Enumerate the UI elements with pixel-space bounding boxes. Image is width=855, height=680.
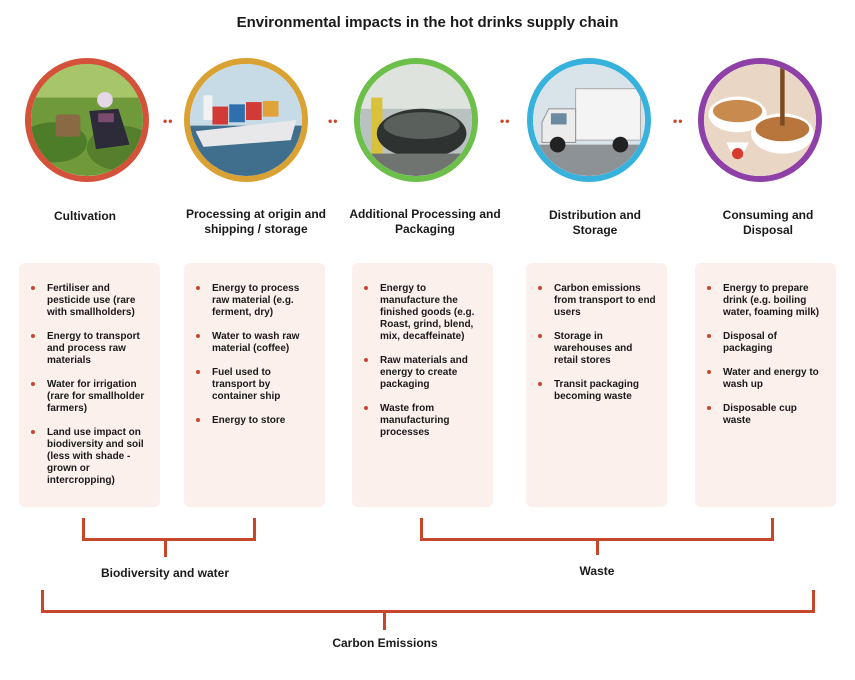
waste-label: Waste	[579, 564, 615, 578]
impact-item: Disposal of packaging	[705, 331, 826, 355]
stage-label-processing: Processing at origin and shipping / stor…	[185, 207, 327, 236]
impact-item: Fuel used to transport by container ship	[194, 367, 315, 403]
impact-item: Water for irrigation (rare for smallhold…	[29, 379, 150, 415]
diagram-title: Environmental impacts in the hot drinks …	[236, 14, 619, 31]
impact-item: Water to wash raw material (coffee)	[194, 331, 315, 355]
stage-label-distribution: Distribution and Storage	[549, 208, 641, 237]
impact-card-consuming: Energy to prepare drink (e.g. boiling wa…	[695, 263, 836, 507]
impact-item: Raw materials and energy to create packa…	[362, 355, 483, 391]
impact-card-distribution: Carbon emissions from transport to end u…	[526, 263, 667, 507]
impact-item: Energy to manufacture the finished goods…	[362, 283, 483, 343]
biodiversity-label: Biodiversity and water	[100, 566, 230, 580]
impact-item: Storage in warehouses and retail stores	[536, 331, 657, 367]
impact-item: Fertiliser and pesticide use (rare with …	[29, 283, 150, 319]
impact-item: Waste from manufacturing processes	[362, 403, 483, 439]
connector-4: ••	[673, 114, 684, 128]
stage-label-additional-processing: Additional Processing and Packaging	[349, 207, 501, 236]
impact-item: Transit packaging becoming waste	[536, 379, 657, 403]
connector-1: ••	[163, 114, 174, 128]
connector-3: ••	[500, 114, 511, 128]
carbon-emissions-label: Carbon Emissions	[332, 636, 438, 650]
impact-item: Energy to prepare drink (e.g. boiling wa…	[705, 283, 826, 319]
impact-item: Carbon emissions from transport to end u…	[536, 283, 657, 319]
impact-item: Water and energy to wash up	[705, 367, 826, 391]
impact-card-additional-processing: Energy to manufacture the finished goods…	[352, 263, 493, 507]
stage-label-cultivation: Cultivation	[54, 209, 116, 223]
impact-item: Energy to store	[194, 415, 315, 427]
impact-item: Energy to process raw material (e.g. fer…	[194, 283, 315, 319]
additional-processing-photo	[354, 58, 478, 182]
distribution-photo	[527, 58, 651, 182]
impact-card-cultivation: Fertiliser and pesticide use (rare with …	[19, 263, 160, 507]
impact-card-processing: Energy to process raw material (e.g. fer…	[184, 263, 325, 507]
impact-item: Energy to transport and process raw mate…	[29, 331, 150, 367]
consuming-photo	[698, 58, 822, 182]
stage-label-consuming: Consuming and Disposal	[722, 208, 814, 237]
impact-item: Disposable cup waste	[705, 403, 826, 427]
impact-item: Land use impact on biodiversity and soil…	[29, 427, 150, 487]
cultivation-photo	[25, 58, 149, 182]
connector-2: ••	[328, 114, 339, 128]
processing-photo	[184, 58, 308, 182]
